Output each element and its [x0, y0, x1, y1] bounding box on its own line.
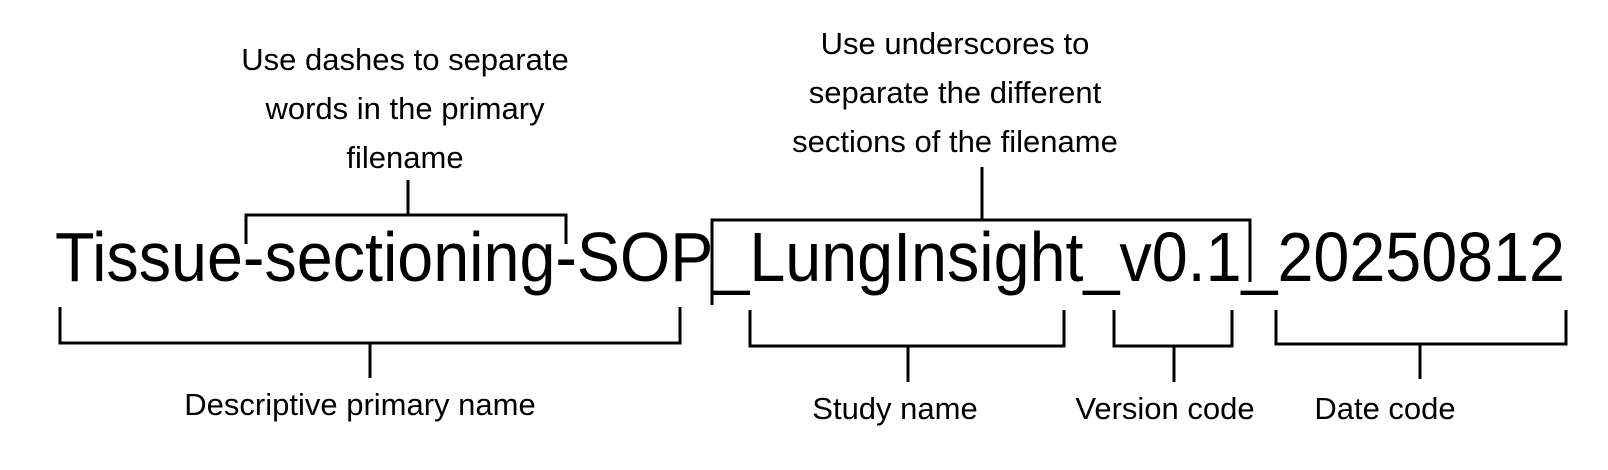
- underscores-note-line-1: Use underscores to: [820, 26, 1090, 61]
- svg-text:Tissue-sectioning-SOP_LungInsi: Tissue-sectioning-SOP_LungInsight_v0.1_2…: [55, 218, 1565, 296]
- underscores-note: Use underscores to separate the differen…: [740, 20, 1170, 167]
- dashes-bracket: [244, 180, 568, 244]
- study-name-text: LungInsight: [749, 218, 1083, 296]
- version-code-label: Version code: [1075, 391, 1255, 426]
- separator-underscore-3: _: [1240, 218, 1279, 296]
- date-bracket: [1274, 310, 1568, 379]
- dashes-note-line-3: filename: [346, 139, 464, 175]
- filename-example: Tissue-sectioning-SOP_LungInsight_v0.1_2…: [55, 218, 1565, 296]
- date-code-text: 20250812: [1277, 218, 1565, 296]
- study-bracket: [748, 310, 1066, 382]
- descriptive-bracket: [58, 307, 682, 378]
- descriptive-primary-name-label: Descriptive primary name: [184, 387, 536, 422]
- descriptive-primary-name: Tissue-sectioning-SOP: [55, 218, 713, 296]
- study-name-label: Study name: [812, 391, 978, 426]
- underscores-note-line-3: sections of the filename: [792, 123, 1118, 159]
- dashes-note-line-1: Use dashes to separate: [241, 42, 569, 77]
- version-code-text: v0.1: [1119, 218, 1241, 296]
- dashes-note-line-2: words in the primary: [265, 90, 545, 126]
- version-bracket: [1112, 310, 1234, 382]
- underscores-bracket: [710, 167, 1252, 305]
- separator-underscore-2: _: [1082, 218, 1121, 296]
- date-code-label: Date code: [1314, 391, 1456, 426]
- dashes-note: Use dashes to separate words in the prim…: [195, 36, 615, 183]
- underscores-note-line-2: separate the different: [808, 74, 1102, 110]
- separator-underscore-1: _: [712, 218, 751, 296]
